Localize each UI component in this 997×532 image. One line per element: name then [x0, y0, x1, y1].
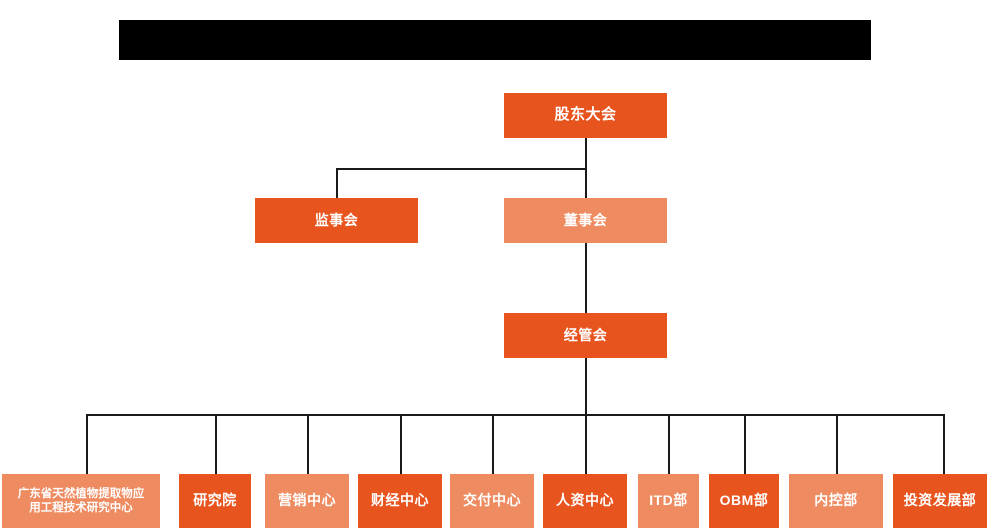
connector-to-board-of-directors [585, 168, 587, 198]
node-label-line2: 用工程技术研究中心 [29, 502, 133, 514]
node-board-of-directors[interactable]: 董事会 [504, 198, 667, 243]
node-label: 人资中心 [556, 492, 614, 509]
redacted-title-text [119, 20, 871, 60]
node-management-committee[interactable]: 经管会 [504, 313, 667, 358]
connector-drop-hr [585, 414, 587, 474]
node-obm-department[interactable]: OBM部 [709, 474, 779, 528]
node-label: 研究院 [193, 492, 237, 509]
node-hr-center[interactable]: 人资中心 [543, 474, 627, 528]
connector-drop-itd [668, 414, 670, 474]
node-label-line1: 广东省天然植物提取物应 [17, 487, 145, 500]
node-board-of-supervisors[interactable]: 监事会 [255, 198, 418, 243]
node-institute[interactable]: 研究院 [179, 474, 251, 528]
connector-drop-finance [400, 414, 402, 474]
connector-to-supervisory-board [336, 168, 338, 198]
node-label: 董事会 [563, 211, 608, 228]
connector-departments-bus [86, 414, 944, 416]
node-delivery-center[interactable]: 交付中心 [450, 474, 534, 528]
connector-drop-marketing [307, 414, 309, 474]
node-investment-development-department[interactable]: 投资发展部 [893, 474, 987, 528]
node-label: 内控部 [814, 492, 858, 509]
connector-board-to-management [585, 243, 587, 313]
node-label: 投资发展部 [903, 492, 977, 509]
node-label: 监事会 [314, 211, 359, 228]
connector-drop-research-center [86, 414, 88, 474]
node-label: 经管会 [563, 326, 608, 343]
node-shareholders-meeting[interactable]: 股东大会 [504, 93, 667, 138]
connector-drop-obm [744, 414, 746, 474]
node-label: OBM部 [719, 492, 769, 509]
node-label: ITD部 [649, 492, 688, 509]
node-marketing-center[interactable]: 营销中心 [265, 474, 349, 528]
node-itd-department[interactable]: ITD部 [638, 474, 699, 528]
node-label: 股东大会 [554, 106, 617, 124]
connector-level2-bus [336, 168, 587, 170]
connector-drop-internal-control [836, 414, 838, 474]
node-label: 营销中心 [278, 492, 336, 509]
node-finance-center[interactable]: 财经中心 [358, 474, 442, 528]
redacted-title-banner [119, 20, 871, 60]
node-internal-control-department[interactable]: 内控部 [789, 474, 883, 528]
node-guangdong-research-center[interactable]: 广东省天然植物提取物应 用工程技术研究中心 [2, 474, 160, 528]
node-label: 财经中心 [371, 492, 429, 509]
connector-drop-investment [943, 414, 945, 474]
node-label: 交付中心 [463, 492, 521, 509]
connector-drop-delivery [492, 414, 494, 474]
connector-root-down [585, 138, 587, 169]
connector-drop-institute [215, 414, 217, 474]
connector-management-down [585, 357, 587, 415]
